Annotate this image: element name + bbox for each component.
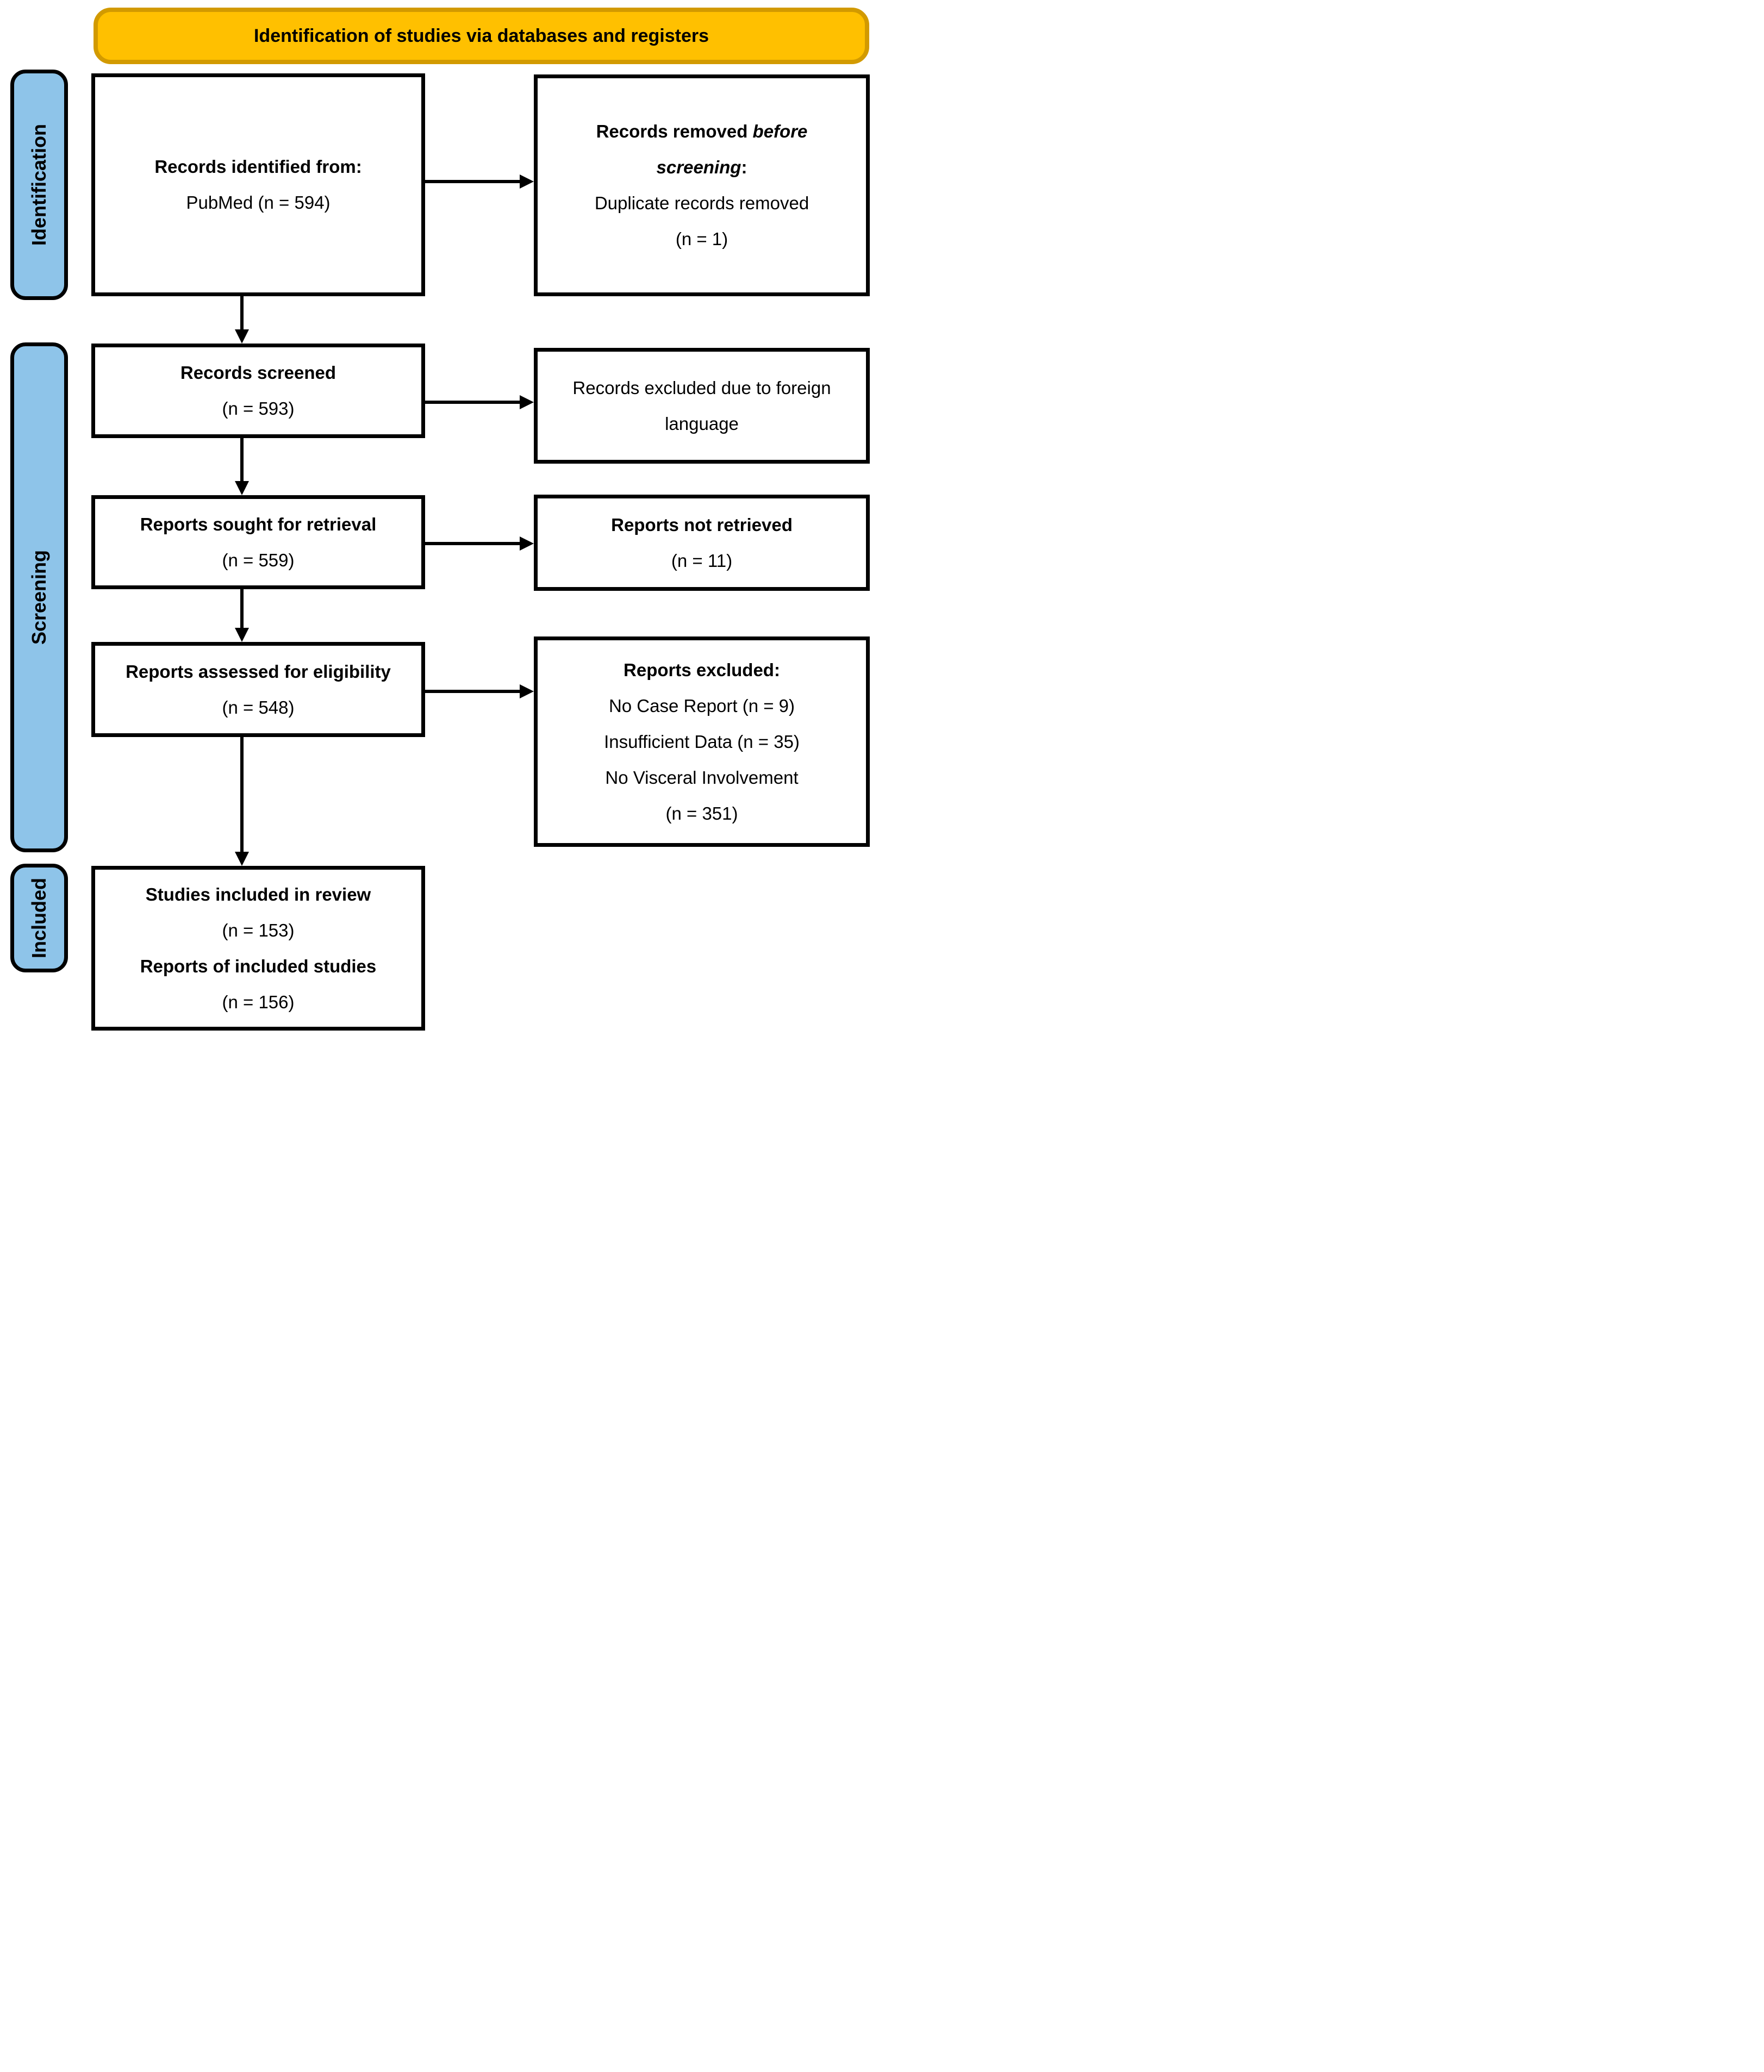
arrow-right-head-icon (520, 395, 534, 409)
records-removed-title-part3: screening (656, 157, 741, 177)
arrow-down-head-icon (235, 852, 249, 866)
reports-included-value: (n = 156) (222, 991, 295, 1012)
arrow-identified-to-screened (235, 296, 249, 344)
arrow-shaft (240, 296, 244, 333)
arrow-shaft (425, 180, 523, 183)
arrow-right-head-icon (520, 174, 534, 189)
arrow-down-head-icon (235, 329, 249, 344)
records-excluded-line1: Records excluded due to foreign (572, 377, 831, 398)
arrow-screened-to-excluded (425, 395, 534, 409)
records-removed-title-line1: Records removed before (596, 114, 808, 149)
records-screened-value: (n = 593) (222, 398, 295, 419)
arrow-sought-to-not-retrieved (425, 536, 534, 551)
reports-excluded-title: Reports excluded: (624, 659, 780, 680)
reports-sought-title: Reports sought for retrieval (140, 514, 377, 534)
arrow-shaft (425, 542, 523, 545)
arrow-down-head-icon (235, 628, 249, 642)
arrow-right-head-icon (520, 536, 534, 551)
arrow-down-head-icon (235, 481, 249, 495)
duplicates-removed-label: Duplicate records removed (594, 193, 809, 213)
sidebar-stage-screening: Screening (10, 342, 68, 852)
banner-databases-registers: Identification of studies via databases … (94, 8, 869, 64)
arrow-sought-to-assessed (235, 589, 249, 642)
arrow-identified-to-removed (425, 174, 534, 189)
reports-not-retrieved-title: Reports not retrieved (611, 514, 793, 535)
reports-not-retrieved-value: (n = 11) (671, 550, 733, 571)
studies-included-value: (n = 153) (222, 920, 295, 940)
records-screened-title: Records screened (180, 363, 336, 383)
records-removed-title-part2: before (752, 121, 808, 141)
arrow-shaft (425, 401, 523, 404)
records-identified-title: Records identified from: (154, 157, 362, 177)
box-records-excluded: Records excluded due to foreign language (534, 348, 870, 464)
arrow-assessed-to-excluded (425, 684, 534, 698)
reports-excluded-reason-1: No Case Report (n = 9) (608, 695, 795, 716)
box-reports-excluded: Reports excluded: No Case Report (n = 9)… (534, 636, 870, 847)
studies-included-title: Studies included in review (145, 884, 371, 904)
banner-title: Identification of studies via databases … (253, 25, 709, 46)
arrow-shaft (240, 438, 244, 484)
box-reports-not-retrieved: Reports not retrieved (n = 11) (534, 495, 870, 591)
sidebar-stage-screening-label: Screening (28, 550, 50, 645)
box-studies-included: Studies included in review (n = 153) Rep… (91, 866, 425, 1031)
sidebar-stage-included-label: Included (28, 877, 51, 959)
box-reports-assessed: Reports assessed for eligibility (n = 54… (91, 642, 425, 737)
arrow-shaft (240, 737, 244, 855)
reports-excluded-reason-3: No Visceral Involvement (605, 767, 799, 788)
arrow-screened-to-sought (235, 438, 249, 495)
reports-assessed-title: Reports assessed for eligibility (126, 661, 391, 682)
reports-included-title: Reports of included studies (140, 956, 377, 976)
arrow-assessed-to-included (235, 737, 249, 866)
box-records-screened: Records screened (n = 593) (91, 344, 425, 438)
sidebar-stage-identification-label: Identification (28, 124, 50, 246)
arrow-right-head-icon (520, 684, 534, 698)
reports-excluded-reason-3-value: (n = 351) (665, 803, 738, 823)
duplicates-removed-value: (n = 1) (675, 229, 728, 249)
box-records-removed: Records removed before screening: Duplic… (534, 74, 870, 296)
records-removed-title-part1: Records removed (596, 121, 753, 141)
records-removed-title-line2: screening: (657, 149, 747, 185)
records-excluded-line2: language (665, 413, 739, 434)
records-removed-title-part4: : (741, 157, 747, 177)
reports-assessed-value: (n = 548) (222, 697, 295, 717)
box-reports-sought: Reports sought for retrieval (n = 559) (91, 495, 425, 589)
sidebar-stage-included: Included (10, 864, 68, 972)
reports-sought-value: (n = 559) (222, 550, 295, 570)
box-records-identified: Records identified from: PubMed (n = 594… (91, 73, 425, 296)
arrow-shaft (240, 589, 244, 631)
arrow-shaft (425, 690, 523, 693)
reports-excluded-reason-2: Insufficient Data (n = 35) (604, 731, 800, 752)
records-identified-value: PubMed (n = 594) (186, 192, 331, 213)
sidebar-stage-identification: Identification (10, 70, 68, 300)
prisma-flow-diagram: Identification of studies via databases … (0, 0, 882, 1036)
